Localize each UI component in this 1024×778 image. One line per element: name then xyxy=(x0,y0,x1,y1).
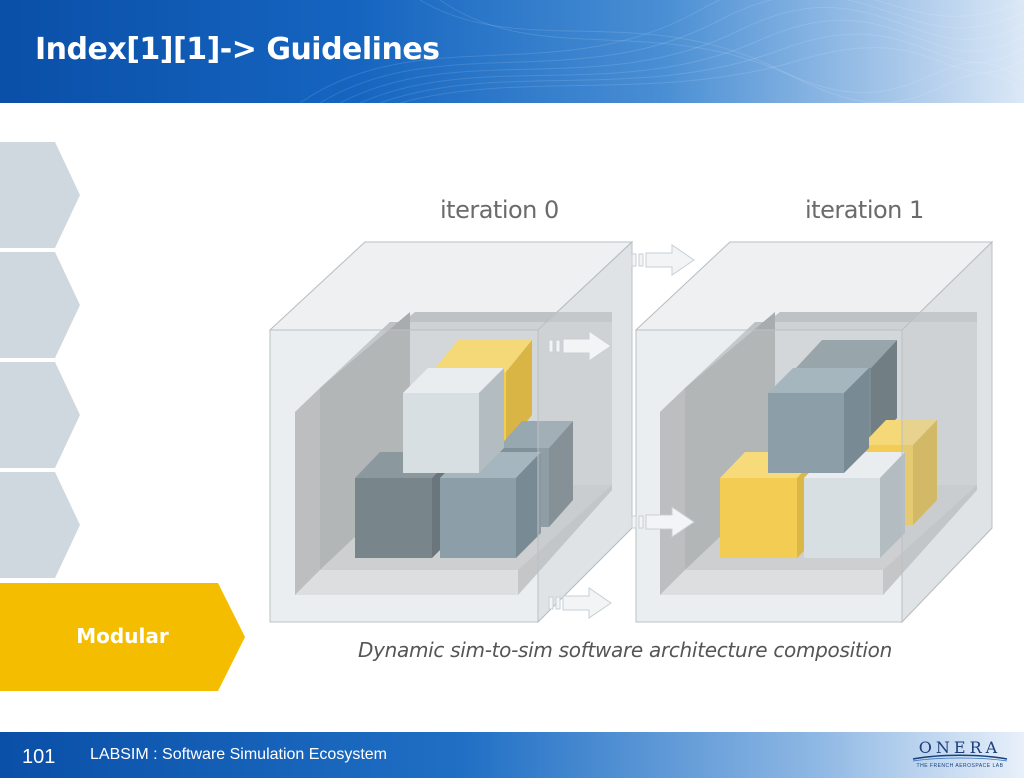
iteration-0-container xyxy=(268,240,634,624)
onera-logo: ONERA THE FRENCH AEROSPACE LAB xyxy=(905,736,1015,776)
cube-slate-top xyxy=(768,368,869,473)
cube-slate xyxy=(440,452,541,558)
logo-tagline: THE FRENCH AEROSPACE LAB xyxy=(916,763,1004,769)
step-chevron-2[interactable] xyxy=(0,252,80,358)
page-number: 101 xyxy=(22,746,56,768)
slide-footer: 101 LABSIM : Software Simulation Ecosyst… xyxy=(0,732,1024,778)
header-wave-pattern xyxy=(299,0,1024,103)
diagram-caption: Dynamic sim-to-sim software architecture… xyxy=(358,638,892,662)
slide-header: Index[1][1]-> Guidelines xyxy=(0,0,1024,103)
step-chevron-4[interactable] xyxy=(0,472,80,578)
iteration-1-container xyxy=(634,240,994,624)
architecture-diagram xyxy=(268,240,994,624)
page-title: Index[1][1]-> Guidelines xyxy=(35,32,440,67)
iteration-1-label: iteration 1 xyxy=(805,196,924,224)
step-label-modular: Modular xyxy=(76,624,169,648)
footer-text: LABSIM : Software Simulation Ecosystem xyxy=(90,746,387,763)
arrow-right-icon xyxy=(631,244,695,276)
logo-swoosh-icon xyxy=(912,754,1008,762)
iteration-0-label: iteration 0 xyxy=(440,196,559,224)
cube-light xyxy=(403,368,504,473)
step-chevron-3[interactable] xyxy=(0,362,80,468)
step-chevron-5-active[interactable] xyxy=(0,583,245,691)
step-chevron-1[interactable] xyxy=(0,142,80,248)
logo-name: ONERA xyxy=(918,738,1002,757)
step-navigation xyxy=(0,142,245,691)
